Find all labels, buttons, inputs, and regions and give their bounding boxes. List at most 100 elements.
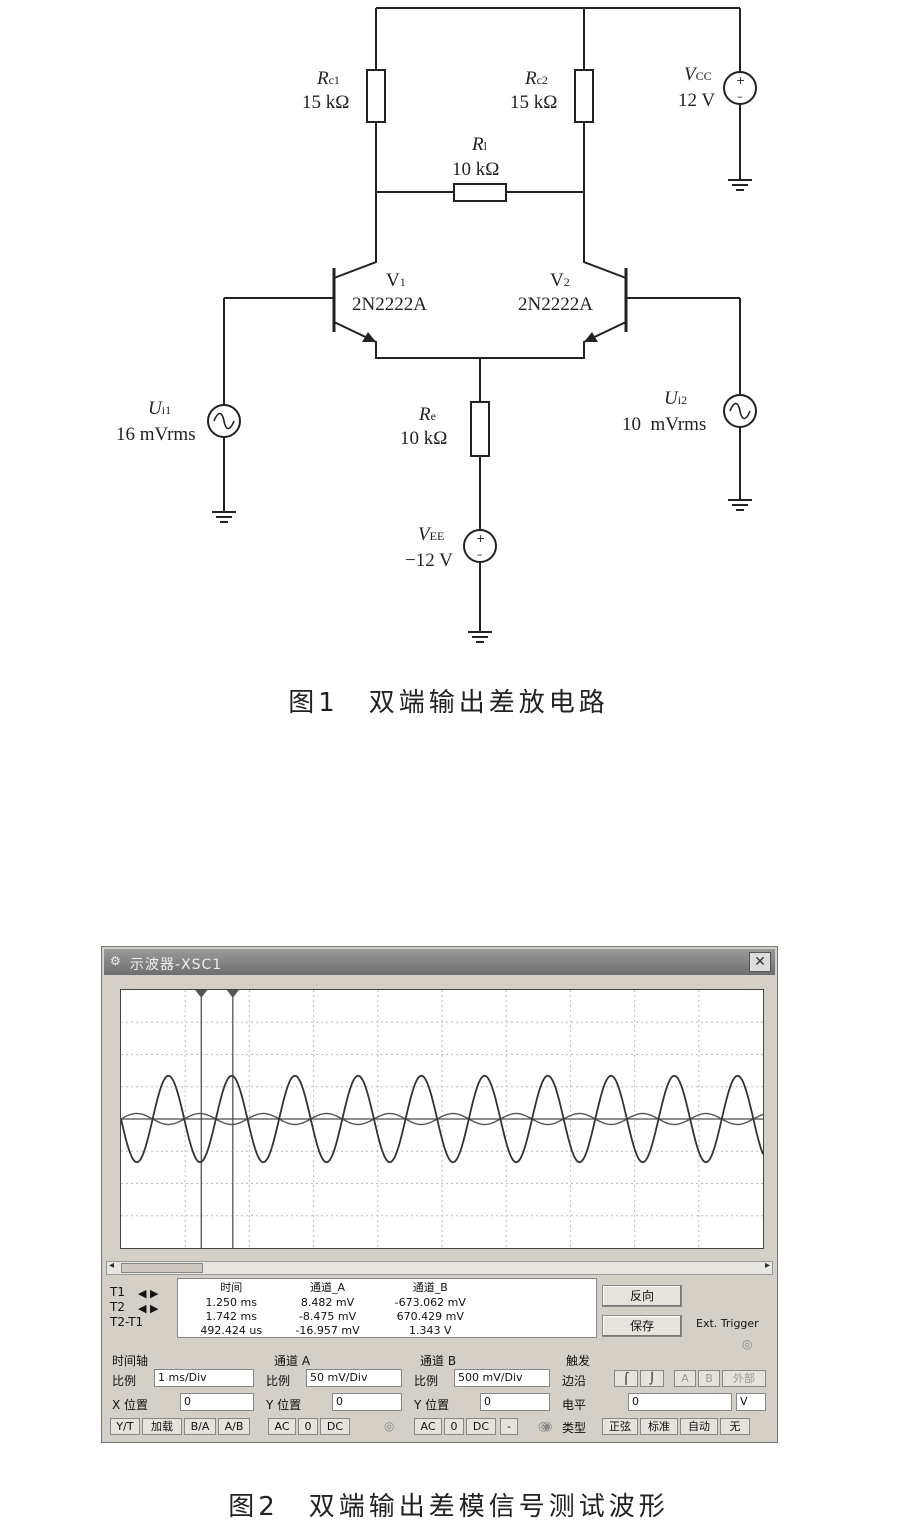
channel-b-ac-button[interactable]: AC: [414, 1418, 442, 1435]
oscilloscope-window: ⚙ 示波器-XSC1 ✕ ◂ ▸ T1 T2 T2-T1 ◀ ▶ ◀ ▶ 时间 …: [101, 946, 778, 1443]
falling-edge-icon[interactable]: ⌡: [640, 1370, 664, 1387]
svg-text:Ui1: Ui1: [148, 398, 171, 419]
mode-yt-button[interactable]: Y/T: [110, 1418, 140, 1435]
col-header-ch-a: 通道_A: [310, 1281, 346, 1294]
cursor-t2-handle-icon[interactable]: [226, 990, 239, 998]
ui2-value: 10 mVrms: [622, 414, 706, 435]
window-titlebar[interactable]: ⚙ 示波器-XSC1 ✕: [104, 949, 775, 975]
trigger-level-label: 电平: [562, 1398, 587, 1412]
scroll-right-icon[interactable]: ▸: [764, 1260, 770, 1271]
scroll-thumb[interactable]: [121, 1263, 203, 1273]
trigger-edge-label: 边沿: [562, 1374, 587, 1388]
xpos-label: X 位置: [112, 1398, 149, 1412]
measurement-table: 时间 通道_A 通道_B 1.250 ms 8.482 mV -673.062 …: [184, 1279, 484, 1337]
rc2-value: 15 kΩ: [510, 92, 557, 113]
ext-trigger-label: Ext. Trigger: [696, 1317, 759, 1330]
channel-a-title: 通道 A: [274, 1354, 311, 1368]
mode-ab-button[interactable]: A/B: [218, 1418, 250, 1435]
channel-a-zero-button[interactable]: 0: [298, 1418, 318, 1435]
ground-ui1: [212, 511, 236, 523]
ui1-value: 16 mVrms: [116, 424, 196, 445]
vcc-sub: CC: [696, 69, 712, 83]
channel-a-scale-field[interactable]: 50 mV/Div: [306, 1369, 402, 1387]
t1-ch-b: -673.062 mV: [394, 1295, 466, 1309]
rl-resistor: [453, 183, 507, 202]
radio-icon[interactable]: ◉: [542, 1419, 553, 1433]
v1-collector: [333, 192, 377, 279]
cursor-t1-label: T1: [110, 1285, 125, 1299]
table-row: 1.250 ms 8.482 mV -673.062 mV: [184, 1295, 484, 1309]
ui1-name: U: [148, 398, 163, 419]
cursor-t1-handle-icon[interactable]: [195, 990, 208, 998]
timebase-title: 时间轴: [112, 1354, 149, 1368]
xpos-field[interactable]: 0: [180, 1393, 254, 1411]
trigger-level-field[interactable]: 0: [628, 1393, 732, 1411]
rc2-name: R: [524, 68, 537, 89]
trigger-ext-button[interactable]: 外部: [722, 1370, 766, 1387]
svg-text:VCC: VCC: [684, 64, 712, 85]
save-button[interactable]: 保存: [602, 1315, 682, 1337]
t2-time: 1.742 ms: [205, 1309, 257, 1323]
t2-ch-a: -8.475 mV: [298, 1309, 357, 1323]
arrow-right-icon[interactable]: ▶: [149, 1302, 159, 1315]
mode-load-button[interactable]: 加载: [142, 1418, 182, 1435]
reverse-button[interactable]: 反向: [602, 1285, 682, 1307]
trigger-level-unit[interactable]: V: [736, 1393, 766, 1411]
horizontal-scrollbar[interactable]: ◂ ▸: [106, 1260, 773, 1275]
t1-ch-a: 8.482 mV: [300, 1295, 355, 1309]
t1-time: 1.250 ms: [205, 1295, 257, 1309]
ground-ui2: [728, 499, 752, 511]
table-row: 1.742 ms -8.475 mV 670.429 mV: [184, 1309, 484, 1323]
channel-b-scale-field[interactable]: 500 mV/Div: [454, 1369, 550, 1387]
plus-icon: +: [736, 74, 745, 87]
scope-cursors: [195, 990, 239, 1248]
trigger-none-button[interactable]: 无: [720, 1418, 750, 1435]
trigger-auto-button[interactable]: 自动: [680, 1418, 718, 1435]
channel-b-ypos-field[interactable]: 0: [480, 1393, 550, 1411]
trigger-sine-button[interactable]: 正弦: [602, 1418, 638, 1435]
vee-name: V: [418, 524, 432, 545]
scroll-left-icon[interactable]: ◂: [109, 1260, 115, 1271]
window-title: 示波器-XSC1: [130, 957, 223, 973]
trigger-normal-button[interactable]: 标准: [640, 1418, 678, 1435]
svg-text:Re: Re: [418, 404, 436, 425]
ext-trigger-terminal-icon[interactable]: ◎: [742, 1337, 753, 1351]
close-icon[interactable]: ✕: [749, 952, 771, 972]
ui2-sub: i2: [678, 393, 687, 407]
col-header-time: 时间: [220, 1281, 243, 1294]
figure2-caption: 图2 双端输出差模信号测试波形: [228, 1492, 669, 1522]
rc1-resistor: [366, 69, 386, 123]
v1-sub: 1: [400, 275, 406, 289]
rl-name: R: [471, 134, 484, 155]
svg-text:Rl: Rl: [471, 134, 488, 155]
channel-b-zero-button[interactable]: 0: [444, 1418, 464, 1435]
ui2-name: U: [664, 388, 679, 409]
channel-b-minus-button[interactable]: -: [500, 1418, 518, 1435]
channel-a-ac-button[interactable]: AC: [268, 1418, 296, 1435]
rc1-sub: c1: [329, 73, 340, 87]
svg-text:Ui2: Ui2: [664, 388, 687, 409]
svg-text:VEE: VEE: [418, 524, 444, 545]
channel-b-scale-label: 比例: [414, 1374, 439, 1388]
channel-a-terminal-icon[interactable]: ◎: [384, 1419, 395, 1433]
rl-sub: l: [484, 139, 488, 153]
trigger-b-button[interactable]: B: [698, 1370, 720, 1387]
sine-icon: [213, 412, 235, 430]
channel-a-ypos-field[interactable]: 0: [332, 1393, 402, 1411]
trigger-a-button[interactable]: A: [674, 1370, 696, 1387]
ui1-source: [207, 404, 241, 438]
channel-b-terminal-icon[interactable]: ◎: [538, 1419, 549, 1433]
col-header-ch-b: 通道_B: [412, 1281, 448, 1294]
mode-ba-button[interactable]: B/A: [184, 1418, 216, 1435]
arrow-right-icon[interactable]: ▶: [149, 1287, 159, 1300]
channel-a-dc-button[interactable]: DC: [320, 1418, 350, 1435]
arrow-left-icon[interactable]: ◀: [138, 1302, 147, 1315]
cursor-t2-label: T2: [110, 1300, 125, 1314]
timebase-scale-field[interactable]: 1 ms/Div: [154, 1369, 254, 1387]
channel-b-dc-button[interactable]: DC: [466, 1418, 496, 1435]
v2-sub: 2: [564, 275, 570, 289]
rising-edge-icon[interactable]: ⌠: [614, 1370, 638, 1387]
vcc-source: [723, 71, 757, 105]
measurement-panel: 时间 通道_A 通道_B 1.250 ms 8.482 mV -673.062 …: [177, 1278, 597, 1338]
arrow-left-icon[interactable]: ◀: [138, 1287, 147, 1300]
